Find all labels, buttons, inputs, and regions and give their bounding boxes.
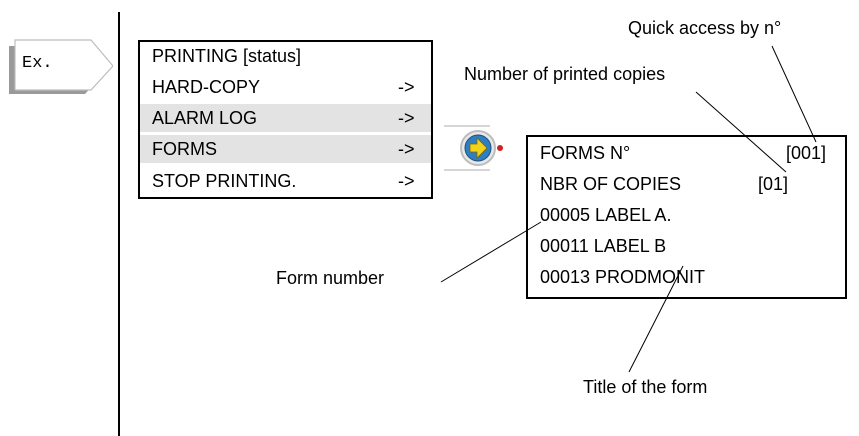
example-tag bbox=[9, 39, 113, 94]
menu-item-label: PRINTING [status] bbox=[152, 46, 302, 66]
forms-screen: FORMS N° [001] NBR OF COPIES [01] 00005 … bbox=[526, 135, 847, 299]
menu-item-label: ALARM LOG bbox=[152, 108, 258, 128]
arrow-right-icon bbox=[469, 137, 488, 159]
screen-row-form[interactable]: 00011 LABEL B bbox=[528, 232, 845, 262]
status-dot bbox=[497, 145, 503, 151]
menu-item-stop-printing[interactable]: STOP PRINTING. -> bbox=[140, 167, 431, 195]
menu-item-alarm-log[interactable]: ALARM LOG -> bbox=[140, 104, 431, 132]
screen-row-copies[interactable]: NBR OF COPIES [01] bbox=[528, 170, 845, 200]
leader-quick-access bbox=[771, 45, 817, 143]
annotation-quick-access: Quick access by n° bbox=[628, 18, 782, 38]
leader-form-title bbox=[628, 265, 684, 373]
example-tag-label: Ex. bbox=[22, 54, 53, 73]
screen-row-form[interactable]: 00013 PRODMONIT bbox=[528, 263, 845, 293]
copies-value[interactable]: [01] bbox=[758, 174, 789, 194]
annotation-printed-copies: Number of printed copies bbox=[464, 64, 666, 84]
menu-item-arrow: -> bbox=[398, 77, 415, 97]
screen-row-label: NBR OF COPIES bbox=[540, 174, 682, 194]
screen-row-label: 00013 PRODMONIT bbox=[540, 267, 706, 287]
screen-row-form[interactable]: 00005 LABEL A. bbox=[528, 201, 845, 231]
menu-item-arrow: -> bbox=[398, 139, 415, 159]
menu-item-hard-copy[interactable]: HARD-COPY -> bbox=[140, 73, 431, 101]
screen-row-forms-number[interactable]: FORMS N° [001] bbox=[528, 139, 845, 169]
screen-row-label: FORMS N° bbox=[540, 143, 631, 163]
menu-item-arrow: -> bbox=[398, 108, 415, 128]
annotation-form-number: Form number bbox=[276, 268, 385, 288]
screen-row-label: 00011 LABEL B bbox=[540, 236, 667, 256]
screen-row-label: 00005 LABEL A. bbox=[540, 205, 672, 225]
menu-item-printing-status[interactable]: PRINTING [status] bbox=[140, 42, 431, 70]
next-button[interactable] bbox=[430, 122, 510, 174]
leader-printed-copies bbox=[695, 91, 787, 173]
menu-item-arrow: -> bbox=[398, 171, 415, 191]
annotation-form-title: Title of the form bbox=[583, 377, 708, 397]
page-divider bbox=[118, 12, 120, 436]
forms-number-value[interactable]: [001] bbox=[786, 143, 827, 163]
leader-form-number bbox=[440, 221, 542, 283]
menu-item-forms[interactable]: FORMS -> bbox=[140, 135, 431, 163]
printing-menu: PRINTING [status] HARD-COPY -> ALARM LOG… bbox=[138, 40, 433, 199]
menu-item-label: HARD-COPY bbox=[152, 77, 261, 97]
menu-item-label: FORMS bbox=[152, 139, 217, 159]
menu-item-label: STOP PRINTING. bbox=[152, 171, 297, 191]
